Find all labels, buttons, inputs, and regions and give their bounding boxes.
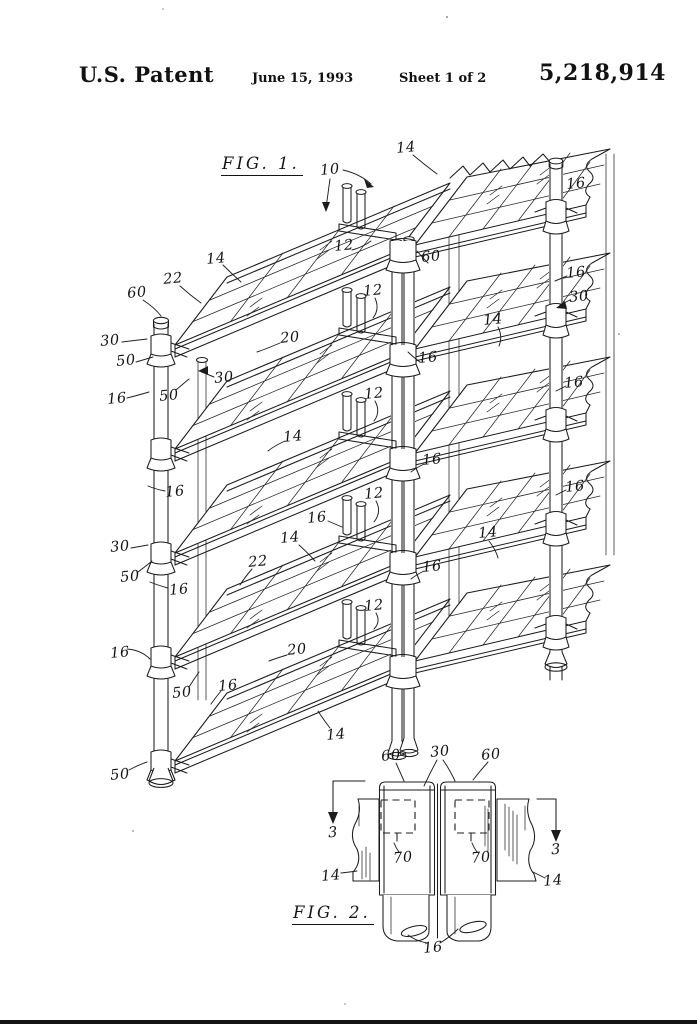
ref-numeral-3: 3 (550, 841, 562, 859)
ref-numeral-16: 16 (421, 451, 443, 469)
ref-numeral-60: 60 (380, 747, 402, 765)
ref-numeral-14: 14 (205, 250, 227, 268)
patent-number: 5,218,914 (539, 60, 666, 86)
ref-numeral-16: 16 (421, 558, 443, 576)
scan-specks (132, 8, 620, 1005)
ref-numeral-70: 70 (392, 849, 414, 867)
ref-numeral-16: 16 (306, 509, 328, 527)
ref-numeral-16: 16 (564, 478, 586, 496)
ref-numeral-16: 16 (106, 390, 128, 408)
ref-numeral-12: 12 (362, 282, 384, 300)
scan-edge-bar (0, 1020, 697, 1024)
ref-numeral-14: 14 (542, 872, 564, 890)
ref-numeral-50: 50 (115, 352, 137, 370)
ref-numeral-30: 30 (213, 369, 235, 387)
ref-numeral-50: 50 (158, 387, 180, 405)
ref-numeral-50: 50 (171, 684, 193, 702)
ref-numeral-20: 20 (286, 641, 308, 659)
ref-numeral-16: 16 (109, 644, 131, 662)
ref-numeral-14: 14 (282, 428, 304, 446)
ref-numeral-30: 30 (99, 332, 121, 350)
ref-numeral-16: 16 (417, 349, 439, 367)
ref-numeral-60: 60 (420, 248, 442, 266)
ref-numeral-14: 14 (482, 311, 504, 329)
fig1-shelving-unit-drawing (121, 148, 615, 788)
fig1-leader-lines (121, 154, 571, 771)
ref-numeral-14: 14 (320, 867, 342, 885)
ref-numeral-12: 12 (363, 385, 385, 403)
ref-numeral-30: 30 (568, 288, 590, 306)
ref-numeral-16: 16 (164, 483, 186, 501)
ref-numeral-22: 22 (247, 553, 269, 571)
post-feet (148, 651, 568, 788)
ref-numeral-16: 16 (565, 175, 587, 193)
ref-numeral-10: 10 (319, 161, 341, 179)
ref-numeral-14: 14 (477, 524, 499, 542)
ref-numeral-50: 50 (109, 766, 131, 784)
ref-numeral-30: 30 (109, 538, 131, 556)
sheet-count: Sheet 1 of 2 (399, 71, 487, 86)
ref-numeral-3: 3 (327, 824, 339, 842)
ref-numeral-16: 16 (563, 374, 585, 392)
ref-numeral-30: 30 (429, 743, 451, 761)
ref-numeral-16: 16 (217, 677, 239, 695)
ref-numeral-60: 60 (126, 284, 148, 302)
ref-numeral-60: 60 (480, 746, 502, 764)
ref-numeral-14: 14 (279, 529, 301, 547)
ref-numeral-14: 14 (325, 726, 347, 744)
fig2-leader-lines (340, 759, 546, 944)
section-3-3-arrows (328, 780, 561, 842)
ref-numeral-16: 16 (422, 939, 444, 957)
patent-publication-title: U.S. Patent (79, 62, 215, 87)
ref-numeral-50: 50 (119, 568, 141, 586)
ref-numeral-12: 12 (363, 597, 385, 615)
ref-numeral-12: 12 (363, 485, 385, 503)
ref-numeral-20: 20 (279, 329, 301, 347)
ref-numeral-12: 12 (333, 237, 355, 255)
ref-numeral-16: 16 (565, 264, 587, 282)
patent-date: June 15, 1993 (252, 71, 354, 86)
ref-numeral-22: 22 (162, 270, 184, 288)
fig2-joint-detail-drawing (328, 759, 561, 944)
ref-numeral-16: 16 (168, 581, 190, 599)
ref-numeral-14: 14 (395, 139, 417, 157)
figure-1-title: FIG. 1. (221, 154, 303, 176)
ref-numeral-70: 70 (470, 849, 492, 867)
figure-2-title: FIG. 2. (292, 903, 374, 925)
